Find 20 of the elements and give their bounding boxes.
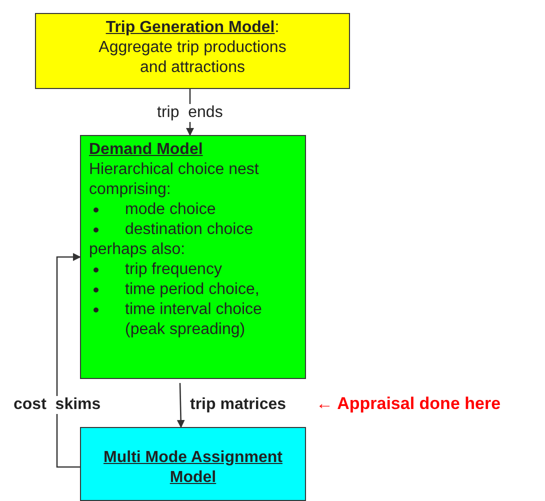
list-item: time interval choice (peak spreading)	[125, 301, 262, 338]
model-box	[80, 427, 306, 501]
heading: Multi Mode Assignment Model	[102, 448, 284, 488]
list-item: trip frequency	[125, 261, 222, 278]
body-text: perhaps also:	[89, 240, 186, 260]
arrow	[56, 253, 81, 468]
edge-label: cost skims	[12, 396, 103, 414]
arrow	[176, 382, 185, 428]
body-text: Aggregate trip productions and attractions	[98, 38, 288, 78]
list-item: destination choice	[125, 221, 254, 238]
list-item: time period choice,	[125, 281, 260, 298]
heading: Demand Model	[89, 140, 204, 160]
edge-label: trip ends	[155, 104, 225, 122]
model-box	[80, 135, 306, 379]
list-item: mode choice	[125, 201, 216, 218]
edge-label: trip matrices	[188, 396, 288, 414]
note: ← Appraisal done here	[316, 394, 501, 414]
model-box	[35, 13, 350, 89]
heading: Trip Generation Model:	[104, 18, 280, 38]
body-text: Hierarchical choice nest comprising:	[89, 160, 260, 200]
